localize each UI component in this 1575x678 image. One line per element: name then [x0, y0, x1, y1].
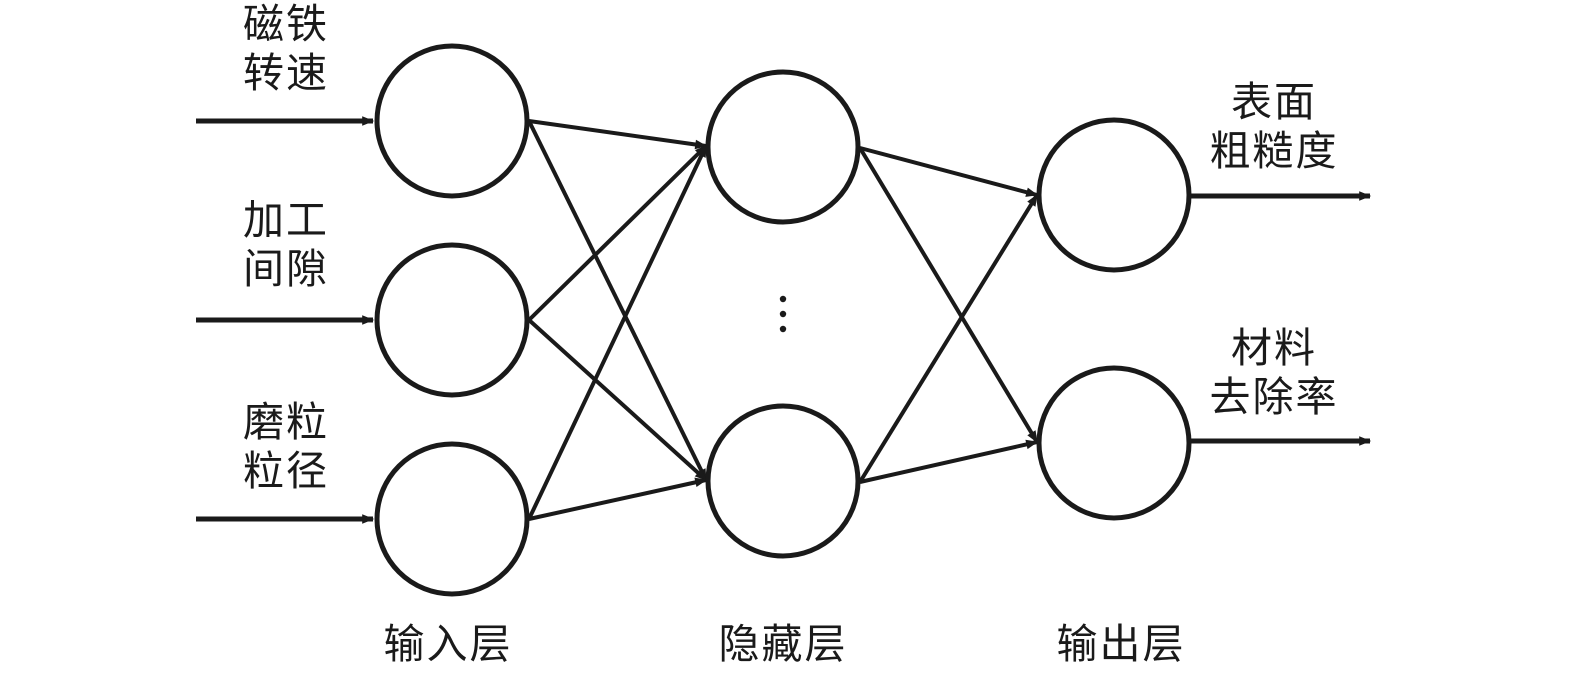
output-node-1 — [1036, 117, 1192, 273]
input-label-2: 加工 间隙 — [226, 196, 346, 294]
output-label-2-line2: 去除率 — [1209, 373, 1339, 421]
edge-in3-h1 — [527, 144, 708, 520]
hidden-node-2 — [705, 403, 861, 559]
input-layer-label: 输入层 — [383, 620, 513, 668]
output-label-2-line1: 材料 — [1231, 324, 1317, 372]
input-label-1: 磁铁 转速 — [226, 0, 346, 98]
input-label-3: 磨粒 粒径 — [226, 398, 346, 496]
output-label-2: 材料 去除率 — [1194, 324, 1354, 422]
input-node-2 — [374, 242, 530, 398]
edge-in2-h1 — [527, 144, 708, 322]
output-label-1-line2: 粗糙度 — [1209, 127, 1339, 175]
edge-in2-h2 — [527, 318, 708, 482]
edge-in1-h2 — [527, 120, 708, 482]
edge-h2-o1 — [858, 193, 1039, 484]
hidden-ellipsis-icon — [779, 295, 787, 333]
input-node-1 — [374, 43, 530, 199]
output-layer-label: 输出层 — [1056, 620, 1186, 668]
edge-h1-o2 — [858, 146, 1039, 444]
input-label-3-line2: 粒径 — [243, 447, 329, 495]
input-label-2-line2: 间隙 — [243, 245, 329, 293]
edge-h2-o2 — [859, 439, 1039, 484]
output-label-1-line1: 表面 — [1231, 78, 1317, 126]
hidden-node-1 — [705, 69, 861, 225]
output-label-1: 表面 粗糙度 — [1194, 78, 1354, 176]
output-node-2 — [1036, 365, 1192, 521]
input-label-2-line1: 加工 — [243, 196, 329, 244]
edge-in3-h2 — [528, 477, 708, 521]
input-label-1-line2: 转速 — [243, 49, 329, 97]
hidden-layer-label: 隐藏层 — [718, 620, 848, 668]
input-label-1-line1: 磁铁 — [243, 0, 329, 48]
input-node-3 — [374, 441, 530, 597]
edge-h1-o1 — [859, 146, 1039, 197]
input-label-3-line1: 磨粒 — [243, 398, 329, 446]
edge-in1-h1 — [528, 119, 708, 150]
